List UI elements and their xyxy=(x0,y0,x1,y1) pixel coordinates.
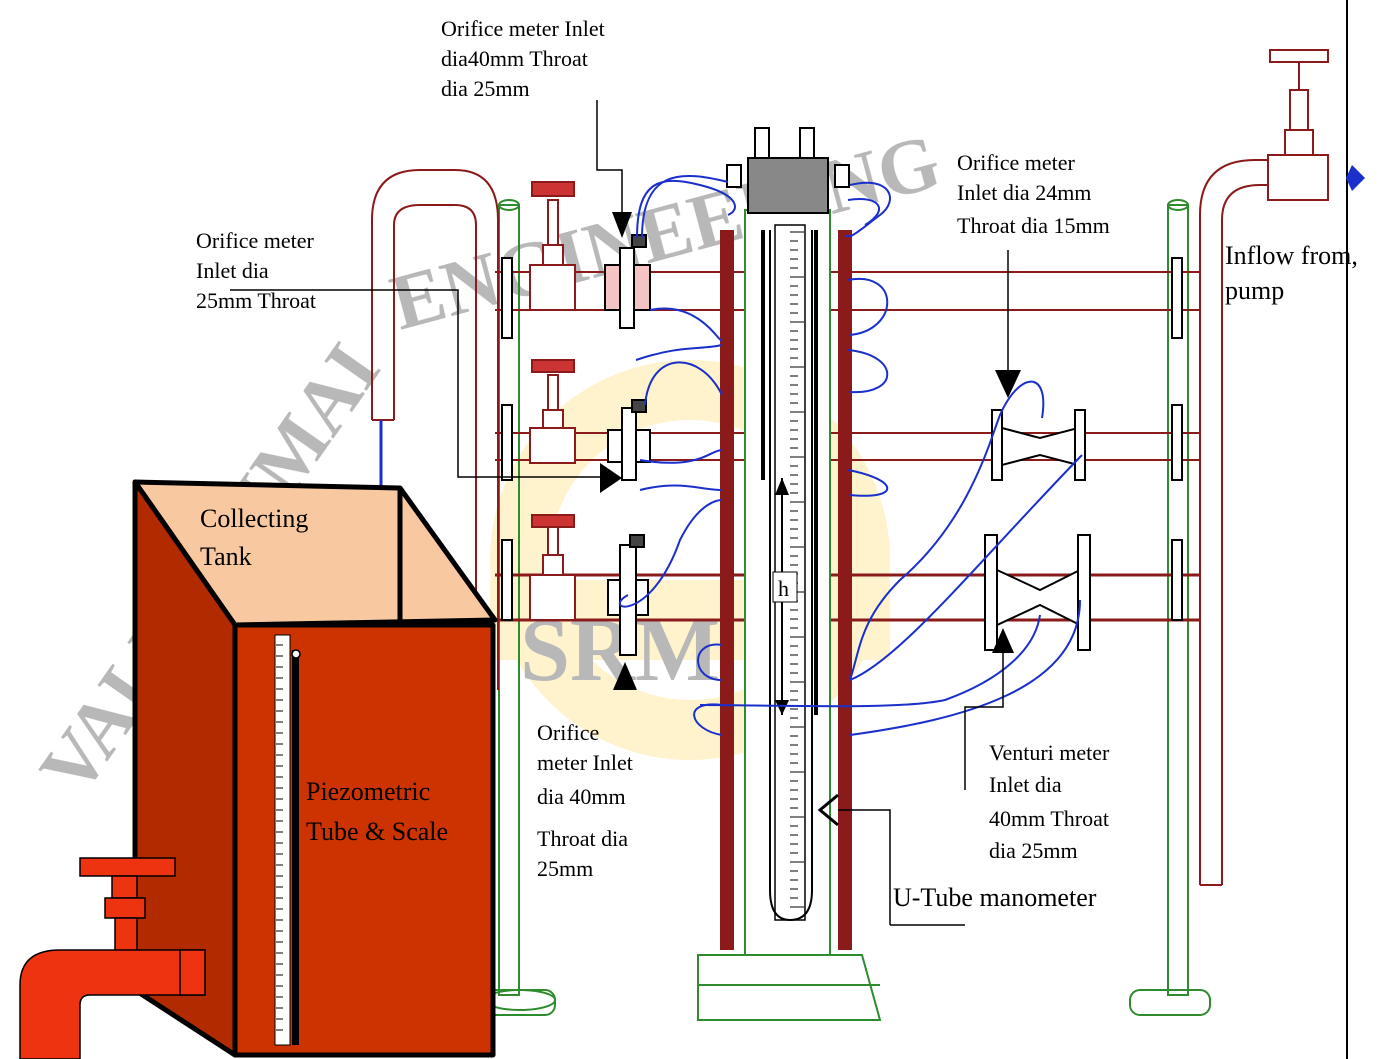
label-orifice-bottom-1: Orifice xyxy=(537,720,599,745)
orifice-meter-right xyxy=(992,410,1085,480)
manometer-top-block xyxy=(748,158,828,213)
label-inflow-2: pump xyxy=(1225,276,1284,305)
manometer-base xyxy=(698,955,880,1020)
inflow-arrow-icon xyxy=(1346,165,1365,191)
label-venturi-1: Venturi meter xyxy=(989,740,1110,765)
label-tank-2: Tank xyxy=(200,542,252,571)
label-u-tube-manometer: U-Tube manometer xyxy=(893,883,1097,912)
label-inflow-1: Inflow from, xyxy=(1225,241,1358,270)
label-orifice-left-2: Inlet dia xyxy=(196,258,269,283)
label-orifice-left-1: Orifice meter xyxy=(196,228,315,253)
manometer-rod-left xyxy=(720,230,734,950)
watermark-text-top: ENGINEERING xyxy=(382,117,949,347)
piezometric-tube xyxy=(292,650,299,1045)
label-piezometric-2: Tube & Scale xyxy=(306,817,448,846)
inlet-valve xyxy=(1268,50,1328,200)
label-piezometric-1: Piezometric xyxy=(306,777,430,806)
label-orifice-bottom-5: 25mm xyxy=(537,856,593,881)
label-orifice-top-3: dia 25mm xyxy=(441,76,530,101)
h-label: h xyxy=(778,576,789,601)
label-orifice-right-1: Orifice meter xyxy=(957,150,1076,175)
manometer-rod-right xyxy=(838,230,852,950)
label-orifice-top-1: Orifice meter Inlet xyxy=(441,16,605,41)
label-orifice-left-3: 25mm Throat xyxy=(196,288,316,313)
label-orifice-bottom-3: dia 40mm xyxy=(537,784,626,809)
label-orifice-bottom-2: meter Inlet xyxy=(537,750,633,775)
piezometric-scale xyxy=(275,635,290,1045)
label-orifice-right-3: Throat dia 15mm xyxy=(957,213,1110,238)
label-orifice-bottom-4: Throat dia xyxy=(537,826,628,851)
right-stand xyxy=(1130,200,1210,1015)
label-venturi-3: 40mm Throat xyxy=(989,806,1109,831)
label-tank-1: Collecting xyxy=(200,504,308,533)
label-venturi-4: dia 25mm xyxy=(989,838,1078,863)
label-orifice-top-2: dia40mm Throat xyxy=(441,46,588,71)
label-orifice-right-2: Inlet dia 24mm xyxy=(957,180,1091,205)
label-venturi-2: Inlet dia xyxy=(989,772,1062,797)
